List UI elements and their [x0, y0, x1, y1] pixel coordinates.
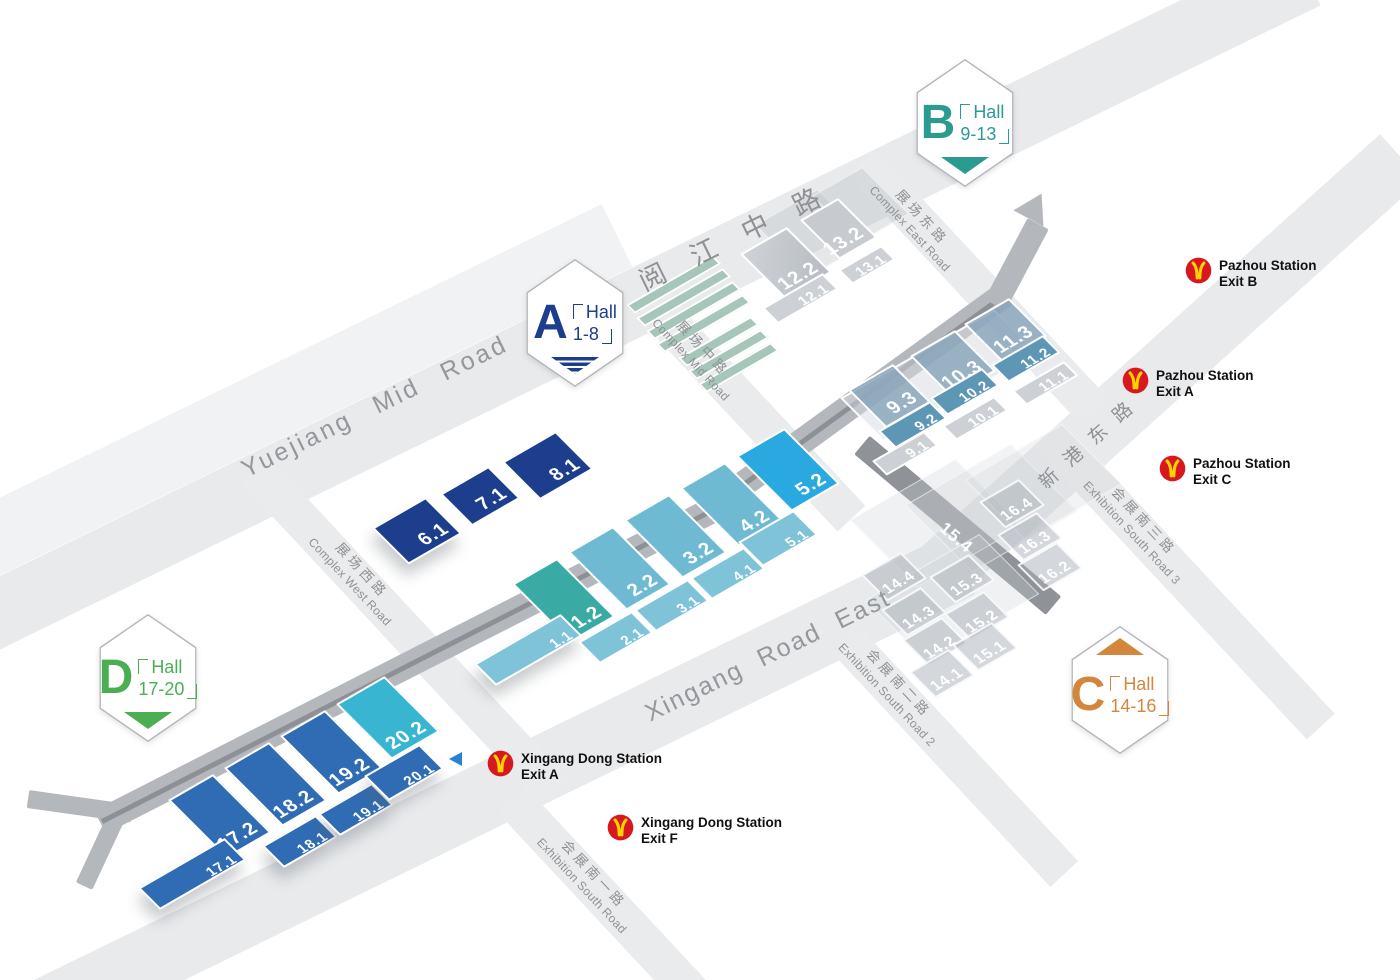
badge-letter: A: [533, 296, 568, 349]
badge-hall-a[interactable]: A Hall 1-8: [520, 259, 630, 387]
badge-letter: C: [1070, 668, 1106, 721]
badge-text: Hall 1-8: [572, 301, 617, 344]
corner-bracket-open: [1110, 675, 1121, 691]
walkway-arrow-icon: [1013, 185, 1057, 227]
corner-bracket-close: [187, 684, 198, 699]
hall-label: 9.2: [910, 410, 942, 434]
hall-7.1[interactable]: 7.1: [440, 466, 521, 527]
hall-label: 9.1: [901, 437, 933, 461]
hall-label: 12.1: [793, 280, 833, 309]
hall-label: 14.1: [926, 664, 968, 694]
hall-label: 10.1: [963, 402, 1003, 430]
hall-label: 17.1: [201, 851, 241, 880]
corner-bracket-close: [601, 329, 612, 344]
hall-label: 13.1: [851, 251, 890, 279]
hall-label: 15.1: [969, 637, 1011, 667]
hall-label: 1.1: [545, 627, 577, 651]
badge-hall-b[interactable]: B Hall 9-13: [910, 59, 1020, 187]
corner-bracket-open: [572, 303, 583, 319]
hall-label: 7.1: [471, 484, 513, 515]
hall-label: 4.1: [728, 560, 760, 584]
hall-label: 16.2: [1034, 557, 1076, 587]
metro-logo-icon: [487, 750, 514, 777]
hall-label: 8.1: [544, 454, 586, 486]
metro-logo-icon: [1185, 257, 1212, 284]
badge-text: Hall 17-20: [138, 656, 198, 701]
corner-bracket-open: [138, 658, 149, 674]
direction-arrow-icon: [449, 752, 462, 766]
hall-label: 3.1: [672, 592, 704, 616]
badge-text: Hall 14-16: [1110, 673, 1170, 718]
elevated-walkway: [984, 218, 1049, 311]
metro-logo-icon: [607, 814, 634, 841]
badge-letter: D: [98, 651, 134, 704]
badge-letter: B: [920, 96, 956, 149]
corner-bracket-close: [999, 129, 1010, 144]
badge-hall-c[interactable]: C Hall 14-16: [1065, 626, 1175, 754]
hall-label: 6.1: [413, 519, 455, 550]
hall-label: 2.1: [616, 624, 648, 648]
hall-label: 5.1: [781, 526, 813, 550]
hall-8.1[interactable]: 8.1: [502, 431, 594, 501]
corner-bracket-open: [960, 103, 971, 119]
hall-label: 20.1: [399, 760, 439, 789]
metro-logo-icon: [1159, 455, 1186, 482]
corner-bracket-close: [1159, 701, 1170, 716]
hall-6.1[interactable]: 6.1: [372, 497, 463, 565]
badge-hall-d[interactable]: D Hall 17-20: [93, 614, 203, 742]
badge-text: Hall 9-13: [960, 101, 1010, 146]
metro-logo-icon: [1122, 367, 1149, 394]
